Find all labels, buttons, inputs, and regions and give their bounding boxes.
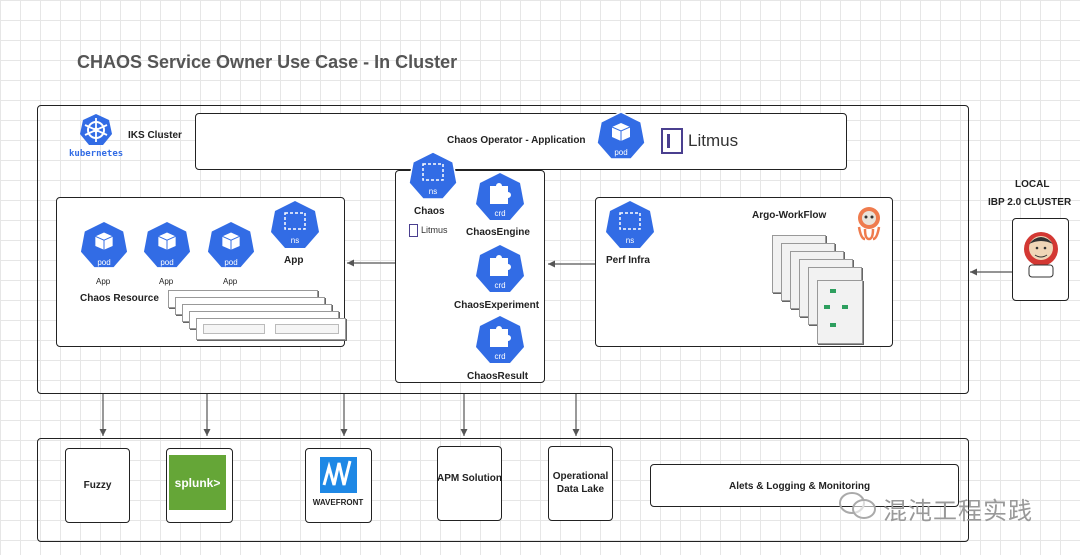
pod-text: pod [224,258,238,267]
chaos-result-label: ChaosResult [467,371,529,382]
workflow-card [817,280,863,344]
chaos-resource-label: Chaos Resource [80,293,159,304]
pod-text: pod [160,258,174,267]
data-lake-box [548,446,613,521]
pod-text: pod [97,258,111,267]
jenkins-box [1012,218,1069,301]
perf-infra-namespace-icon: ns [605,200,655,250]
kubernetes-logo-icon [80,114,112,145]
chaos-operator-box [195,113,847,170]
splunk-logo-icon [169,455,226,510]
workflow-node [830,289,836,293]
wechat-icon [839,492,876,519]
ns-text: ns [290,236,300,245]
resource-card [196,318,346,340]
chaos-experiment-label: ChaosExperiment [454,300,540,311]
app-pod-icon: pod [207,221,255,269]
tools-box [37,438,969,542]
litmus-label: Litmus [688,131,739,150]
chaos-operator-label: Chaos Operator - Application [447,135,586,146]
chaos-label: Chaos [414,206,445,217]
app-pod-icon: pod [143,221,191,269]
fuzzy-label: Fuzzy [83,480,112,491]
watermark-text: 混沌工程实践 [883,497,1033,525]
chaos-namespace-icon: ns [408,151,458,201]
litmus-small-label: Litmus [421,225,448,235]
apm-label: APM Solution [437,473,502,484]
ns-text: ns [625,236,635,245]
jenkins-logo-icon [1024,232,1058,278]
crd-text: crd [494,209,506,218]
app-label: App [284,255,304,266]
page-title: CHAOS Service Owner Use Case - In Cluste… [77,52,458,72]
workflow-node [830,323,836,327]
splunk-box: splunk> [166,448,233,523]
wavefront-logo-icon [320,457,357,493]
chaos-engine-label: ChaosEngine [466,227,530,238]
app-pod-icon: pod [80,221,128,269]
chaos-experiment-crd-icon: crd [475,244,525,294]
operator-pod-icon: pod [596,111,646,161]
pod-app-label: App [159,277,174,286]
perf-infra-label: Perf Infra [606,255,650,266]
ibp-cluster-label: IBP 2.0 CLUSTER [988,197,1072,208]
kubernetes-label: kubernetes [69,149,124,159]
workflow-node [842,305,848,309]
apm-box [437,446,502,521]
argo-logo-icon [857,207,881,241]
iks-cluster-label: IKS Cluster [128,130,182,141]
card-row [203,324,265,334]
workflow-node [824,305,830,309]
iks-cluster-box [37,105,969,394]
pod-app-label: App [96,277,111,286]
crd-text: crd [494,352,506,361]
local-label: LOCAL [1015,179,1050,190]
pod-app-label: App [223,277,238,286]
data-lake-label: Operational Data Lake [552,471,609,495]
crd-text: crd [494,281,506,290]
alerts-label: Alets & Logging & Monitoring [729,481,871,492]
litmus-logo-icon [661,128,683,154]
ns-text: ns [428,187,438,196]
fuzzy-box [65,448,130,523]
card-row [275,324,339,334]
alerts-box [650,464,959,507]
argo-workflow-label: Argo-WorkFlow [752,210,827,221]
wavefront-box: WAVEFRONT [305,448,372,523]
chaos-engine-crd-icon: crd [475,172,525,222]
pod-text: pod [614,148,628,157]
app-namespace-icon: ns [270,200,320,250]
wavefront-label: WAVEFRONT [312,498,364,507]
litmus-small-icon [409,224,418,237]
chaos-result-crd-icon: crd [475,315,525,365]
splunk-label: splunk> [174,476,221,490]
